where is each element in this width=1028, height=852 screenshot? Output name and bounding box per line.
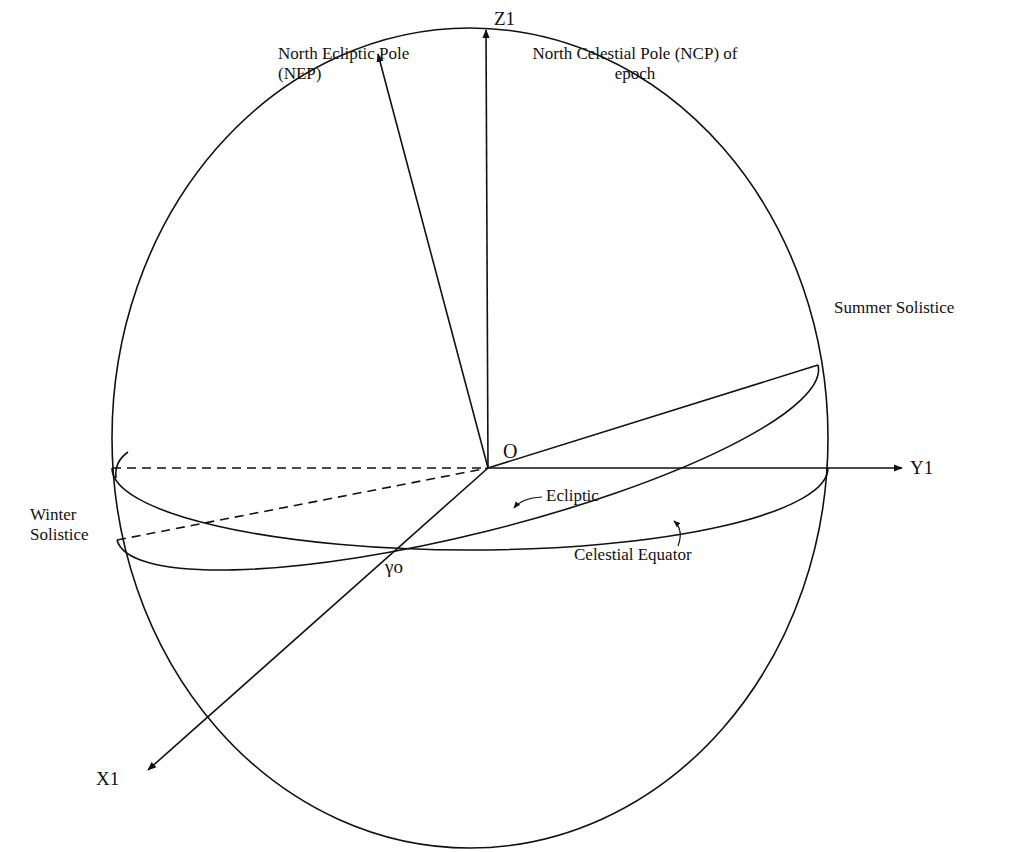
nep-axis [378, 54, 488, 468]
summer-solstice-radius [488, 365, 818, 468]
winter-solstice-radius [117, 468, 488, 540]
pole-label: North Celestial Pole (NCP) of epoch [520, 44, 750, 84]
back-arc [116, 452, 128, 478]
ecliptic [117, 365, 819, 570]
axis-label: Y1 [910, 457, 933, 479]
axis-label: X1 [96, 768, 119, 790]
point-label: Summer Solistice [834, 298, 954, 318]
celestial-equator [112, 468, 828, 550]
sphere-outline [112, 28, 828, 848]
point-label: Winter Solistice [30, 505, 114, 545]
point-label: γo [385, 556, 403, 578]
curve-label: Ecliptic [546, 486, 599, 506]
x-axis [148, 468, 488, 770]
equator-leader [674, 521, 680, 546]
axis-label: Z1 [494, 8, 515, 30]
y-axis [488, 467, 902, 469]
curve-label: Celestial Equator [574, 545, 692, 565]
origin-label: O [503, 440, 517, 463]
z-axis [486, 30, 488, 468]
ecliptic-leader [514, 497, 542, 508]
hidden-equator-radius [112, 467, 488, 469]
pole-label: North Ecliptic Pole (NEP) [278, 44, 428, 84]
